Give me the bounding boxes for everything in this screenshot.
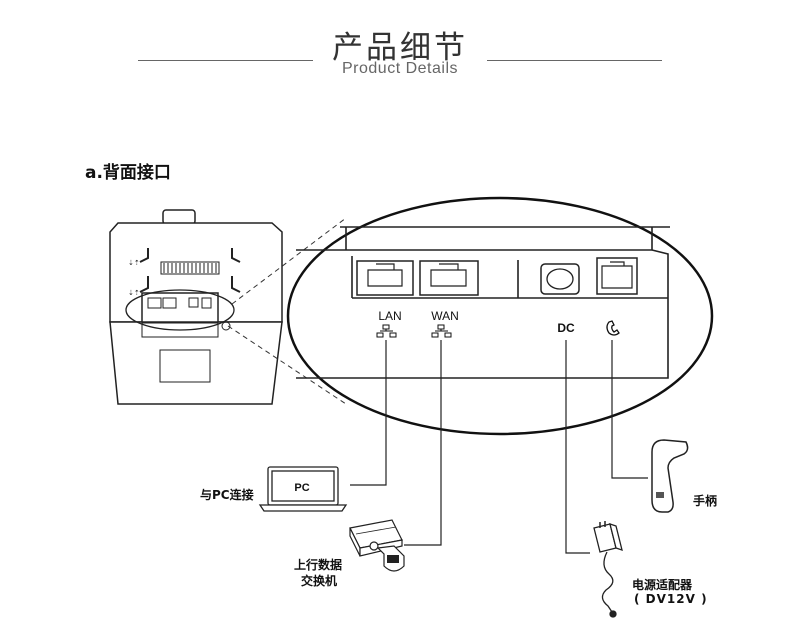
adapter-label-line2: ( DV12V ) [634, 592, 708, 606]
laptop-icon [258, 466, 348, 512]
title-divider-left [138, 60, 313, 61]
handset-label: 手柄 [693, 494, 718, 508]
title-divider-right [487, 60, 662, 61]
zoom-line-top [231, 217, 347, 305]
zoomed-port-panel [296, 226, 670, 379]
connection-lines [350, 340, 648, 554]
lan-port-label: LAN [378, 309, 401, 323]
page-title: 产品细节 [332, 30, 468, 66]
pc-connect-label: 与PC连接 [200, 488, 254, 502]
switch-icon [349, 519, 405, 572]
section-title: a.背面接口 [85, 163, 171, 183]
network-icon [376, 324, 452, 338]
power-adapter-icon [593, 521, 623, 618]
handset-icon [651, 439, 689, 513]
phone-icon [606, 320, 620, 336]
adapter-label-line1: 电源适配器 [632, 578, 693, 592]
page-subtitle: Product Details [342, 60, 458, 77]
svg-text:⇣⇡: ⇣⇡ [128, 289, 140, 297]
pc-screen-label: PC [294, 482, 309, 494]
switch-label-line2: 交换机 [301, 574, 338, 588]
svg-text:⇣⇡: ⇣⇡ [128, 259, 140, 267]
zoom-line-bottom [227, 325, 347, 405]
switch-label-line1: 上行数据 [294, 558, 343, 572]
phone-base-device: ⇣⇡ ⇣⇡ [109, 209, 283, 405]
zoom-oval [286, 196, 714, 436]
wan-port-label: WAN [431, 309, 459, 323]
dc-port-label: DC [557, 321, 575, 335]
